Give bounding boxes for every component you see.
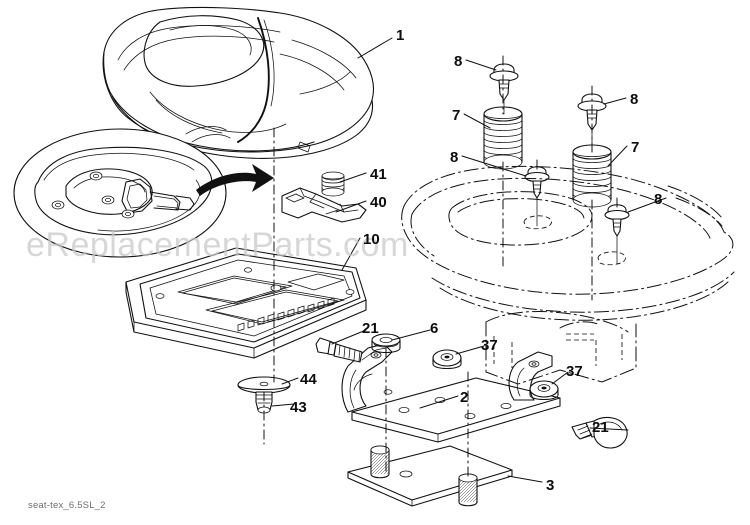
plate-stud-right [458, 473, 478, 507]
callout-43: 43 [290, 399, 307, 416]
callout-2: 2 [460, 389, 469, 406]
plate-stud-left [370, 445, 390, 479]
callout-40: 40 [370, 194, 387, 211]
callout-37-center: 37 [481, 337, 498, 354]
callout-37-right: 37 [566, 363, 583, 380]
part-bolt-21-left [315, 337, 363, 363]
part-bolt-21-right [571, 416, 628, 449]
part-spring-7-right [572, 144, 612, 208]
callout-10: 10 [363, 231, 380, 248]
part-nut-37-right [529, 380, 559, 401]
callout-7-left: 7 [452, 107, 461, 124]
part-nut-spacer-6 [371, 333, 401, 354]
callout-leader-lines [271, 37, 667, 483]
diagram-caption: seat-tex_6.5SL_2 [28, 500, 106, 511]
callout-8-upper-right: 8 [630, 91, 639, 108]
callout-8-lower-right: 8 [654, 191, 663, 208]
callout-44: 44 [300, 371, 317, 388]
detail-circle-seat-underside [13, 126, 231, 258]
callout-21-left: 21 [362, 320, 379, 337]
phantom-fender-outline [401, 165, 735, 385]
callout-7-right: 7 [631, 139, 640, 156]
part-seat-cushion [102, 6, 375, 159]
part-bolt-8-lower-right [604, 204, 630, 265]
callout-8-lower-left: 8 [450, 149, 459, 166]
assembly-axis-lines [263, 55, 618, 481]
part-flat-washer-44 [237, 376, 291, 394]
part-spring-7-left [483, 106, 523, 170]
part-nut-37-center [432, 349, 462, 370]
detail-arrow-icon [196, 164, 274, 196]
part-bolt-8-upper-left [489, 63, 519, 115]
callout-8-upper-left: 8 [454, 53, 463, 70]
callout-21-right: 21 [592, 419, 609, 436]
part-coil-spring-41 [321, 171, 345, 197]
callout-6: 6 [430, 320, 439, 337]
callout-41: 41 [370, 166, 387, 183]
callout-3: 3 [546, 477, 555, 494]
part-mounting-plate-3 [347, 445, 513, 507]
part-bolt-8-lower-left [524, 166, 550, 227]
callout-1: 1 [396, 27, 405, 44]
part-latch-bracket-40 [281, 187, 367, 223]
part-seat-pan-10 [125, 247, 367, 359]
